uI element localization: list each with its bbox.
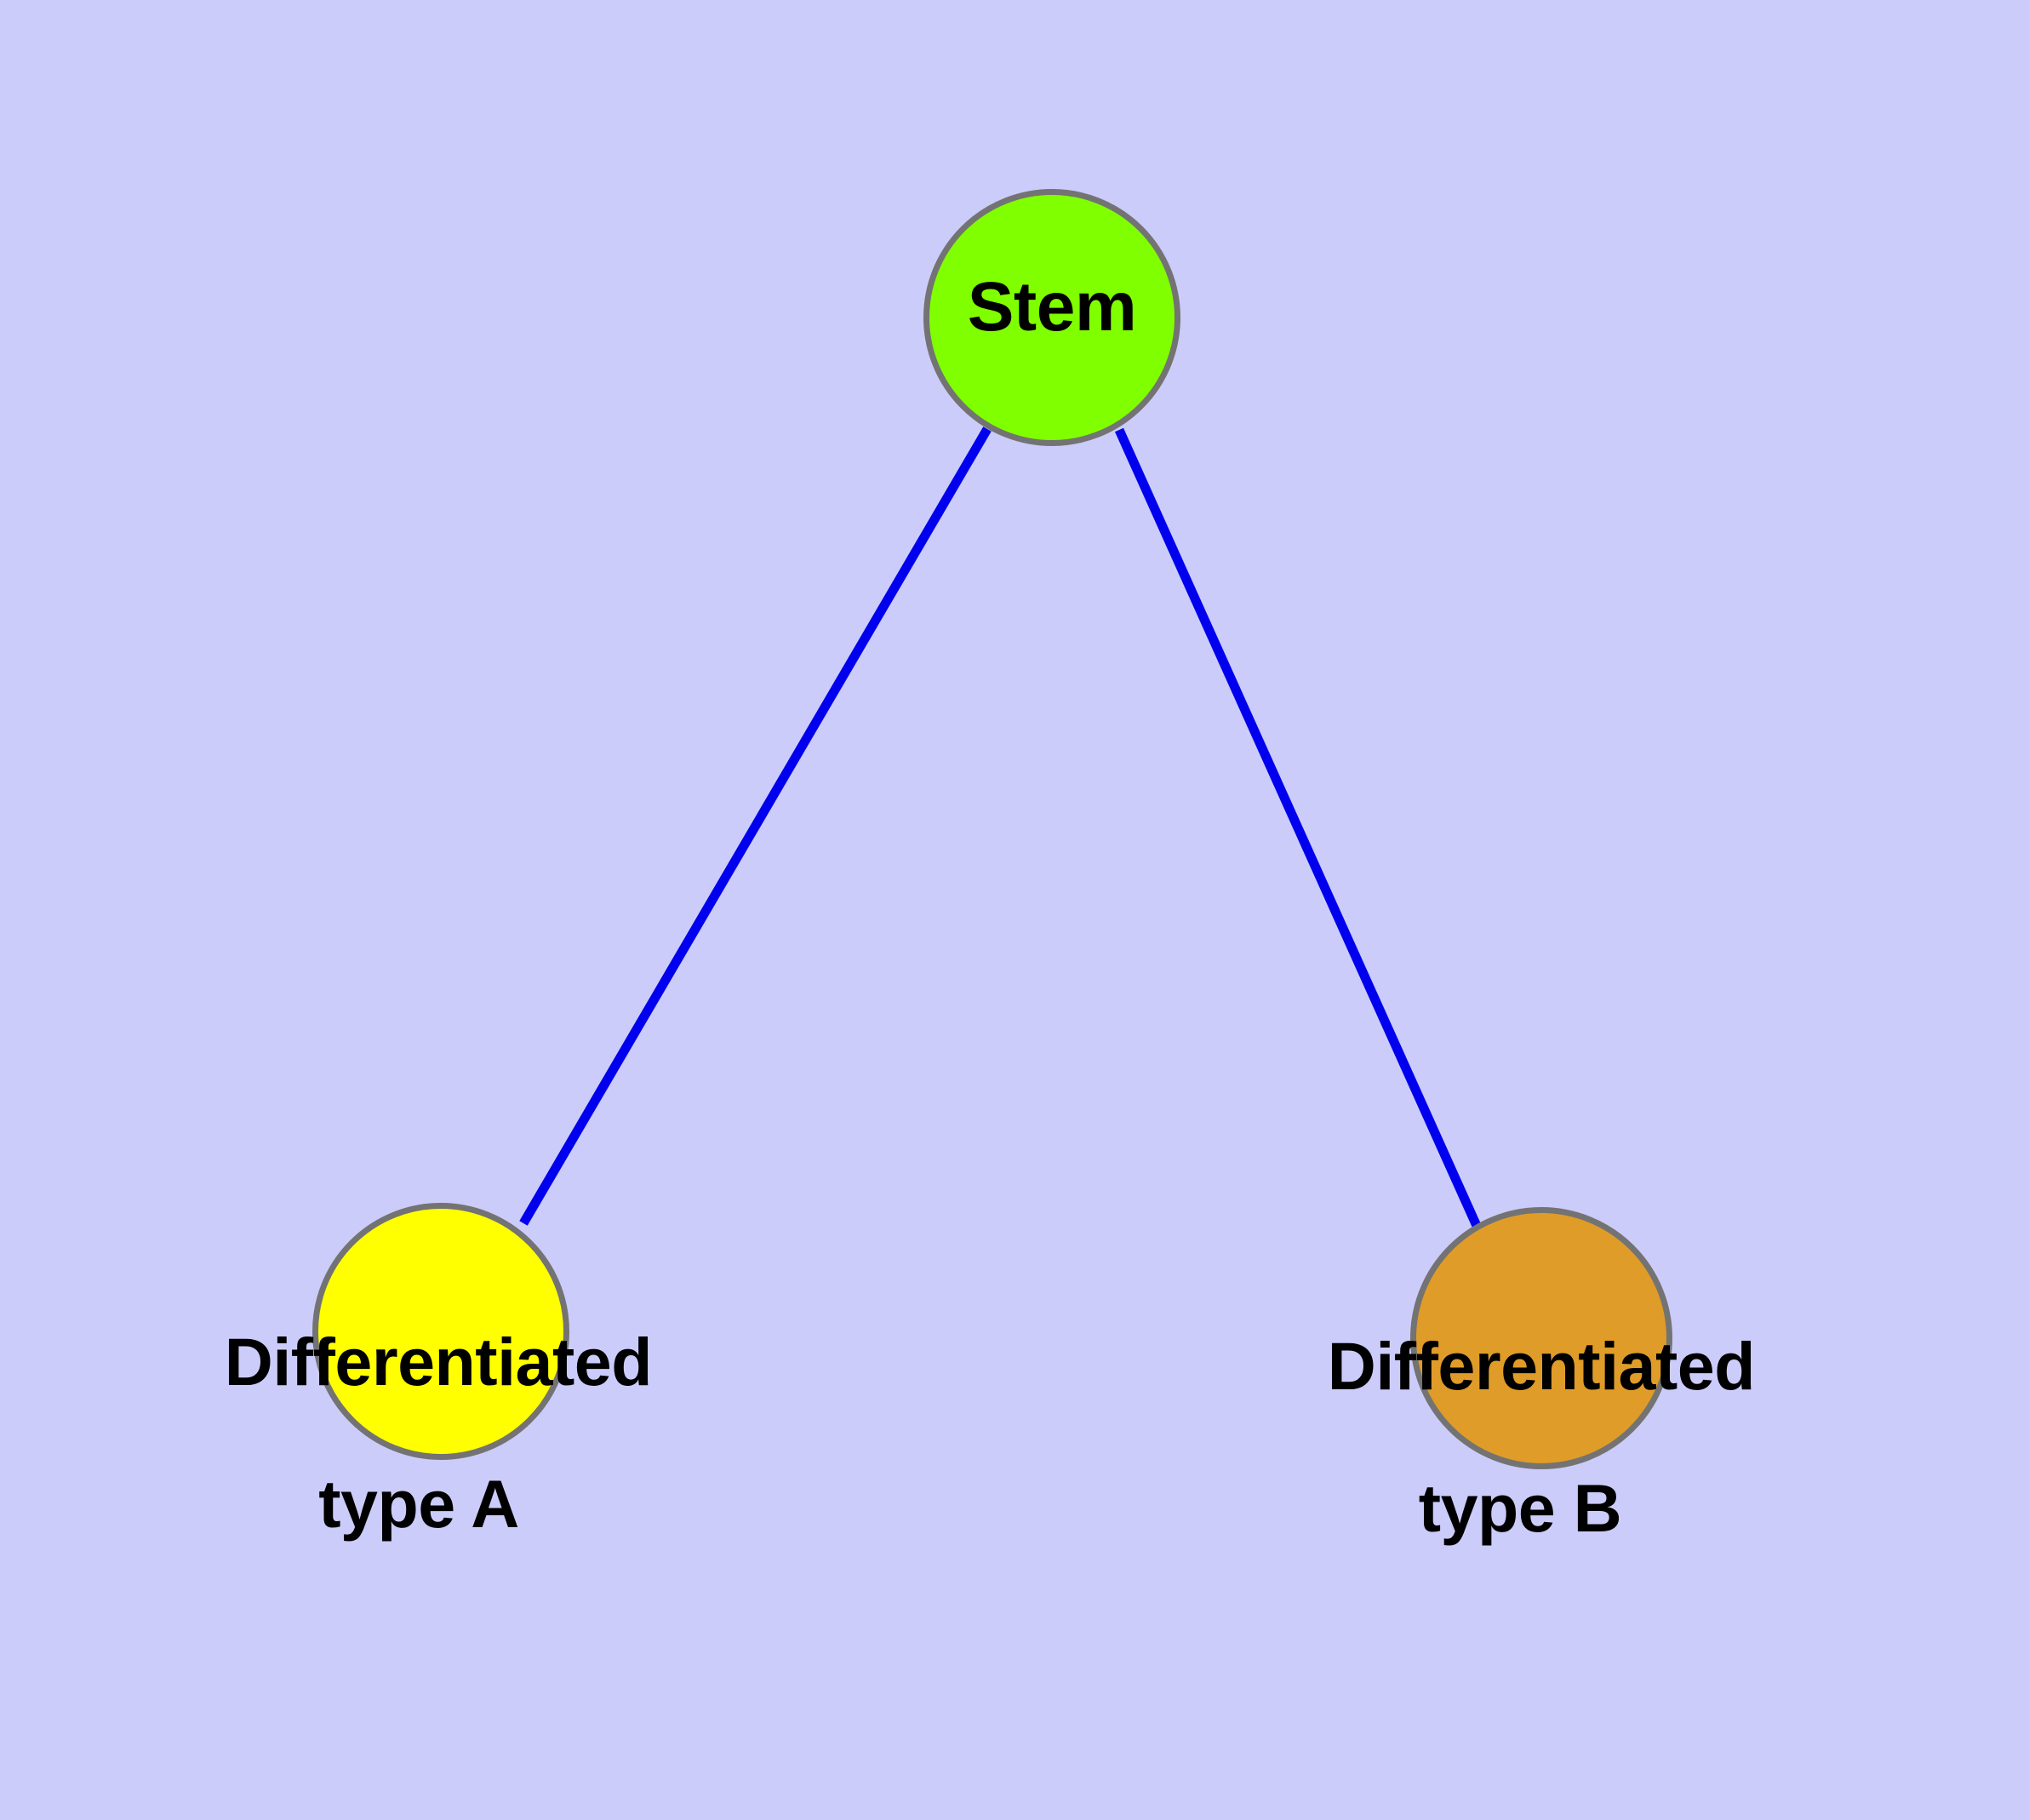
edge-stem-to-differentiated-type-a <box>519 426 992 1226</box>
edge-stem-to-differentiated-type-b <box>1114 427 1482 1228</box>
node-differentiated-type-b[interactable] <box>1410 1207 1672 1469</box>
node-differentiated-type-a[interactable] <box>312 1203 569 1460</box>
node-stem[interactable] <box>923 189 1180 446</box>
